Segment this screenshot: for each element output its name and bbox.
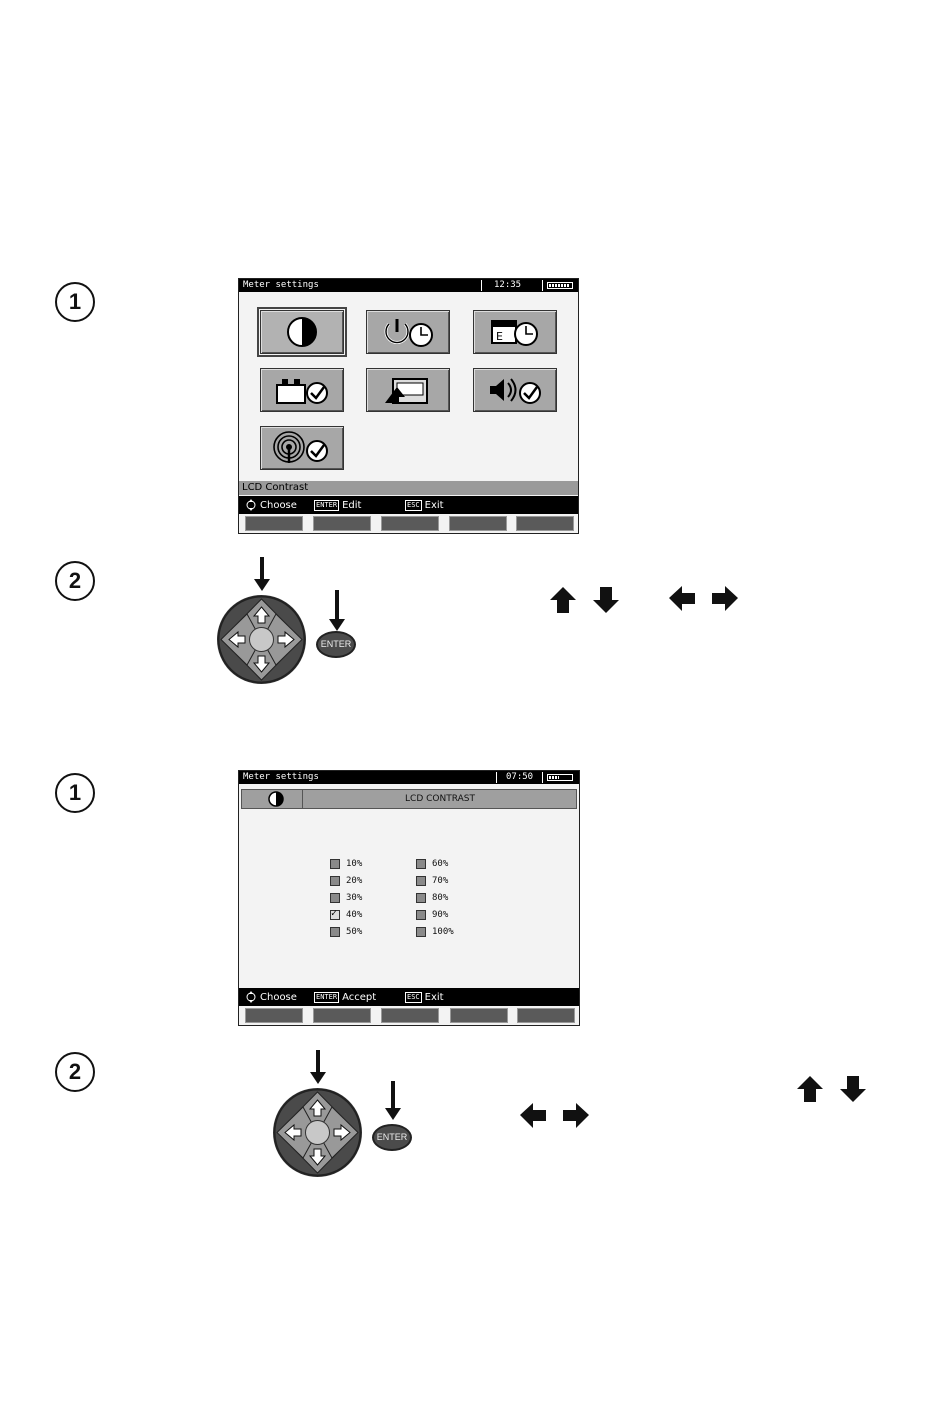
date-time-tile[interactable]: E: [473, 310, 557, 354]
sound-check-icon: [482, 373, 548, 407]
contrast-option-70[interactable]: 70%: [416, 875, 448, 887]
contrast-option-60[interactable]: 60%: [416, 858, 448, 870]
soft-key-5[interactable]: [516, 516, 574, 531]
battery-check-icon: [269, 373, 335, 407]
contrast-title: LCD CONTRAST: [304, 790, 576, 808]
checkbox[interactable]: [416, 876, 426, 886]
soft-key-3[interactable]: [381, 516, 439, 531]
checkbox[interactable]: [330, 927, 340, 937]
hint-text: LCD Contrast: [242, 482, 308, 493]
directional-pad[interactable]: [273, 1088, 362, 1177]
auto-off-tile[interactable]: [366, 310, 450, 354]
clock: 12:35: [494, 279, 521, 292]
directional-pad[interactable]: [217, 595, 306, 684]
contrast-option-10[interactable]: 10%: [330, 858, 362, 870]
lcd-contrast-tile[interactable]: [260, 310, 344, 354]
left-right-arrows-icon: [667, 585, 742, 613]
checkbox[interactable]: [416, 859, 426, 869]
navigate-icon: [245, 499, 257, 511]
navigate-icon: [245, 991, 257, 1003]
wireless-settings-tile[interactable]: [260, 426, 344, 470]
step-1-marker: 1: [55, 282, 95, 322]
checkbox-checked[interactable]: [330, 910, 340, 920]
contrast-option-30[interactable]: 30%: [330, 892, 362, 904]
contrast-icon: [242, 790, 302, 808]
battery-settings-tile[interactable]: [260, 368, 344, 412]
checkbox[interactable]: [330, 859, 340, 869]
soft-key-4[interactable]: [450, 1008, 508, 1023]
wireless-check-icon: [269, 431, 335, 465]
contrast-option-40[interactable]: 40%: [330, 909, 362, 921]
choose-label: Choose: [260, 992, 297, 1003]
esc-key-label: ESC: [405, 992, 422, 1003]
clock: 07:50: [506, 771, 533, 784]
enter-key-label: ENTER: [314, 992, 339, 1003]
sound-settings-tile[interactable]: [473, 368, 557, 412]
checkbox[interactable]: [330, 876, 340, 886]
soft-key-3[interactable]: [381, 1008, 439, 1023]
contrast-option-20[interactable]: 20%: [330, 875, 362, 887]
contrast-option-50[interactable]: 50%: [330, 926, 362, 938]
accept-label: Accept: [342, 992, 376, 1003]
contrast-option-90[interactable]: 90%: [416, 909, 448, 921]
enter-button[interactable]: ENTER: [372, 1124, 412, 1151]
checkbox[interactable]: [330, 893, 340, 903]
directional-pad-icon: [217, 595, 306, 684]
meter-settings-screen: Meter settings 12:35 E: [238, 278, 579, 534]
enter-key-label: ENTER: [314, 500, 339, 511]
exit-label: Exit: [425, 500, 444, 511]
contrast-header: LCD CONTRAST: [241, 789, 577, 809]
lcd-contrast-screen: Meter settings 07:50 LCD CONTRAST 10% 20…: [238, 770, 580, 1026]
up-down-arrows-icon: [795, 1074, 870, 1104]
footer-bar: Choose ENTER Edit ESC Exit: [239, 496, 578, 514]
screen-title: Meter settings: [243, 279, 319, 292]
date-time-icon: E: [482, 315, 548, 349]
screen-title: Meter settings: [243, 771, 319, 784]
svg-text:E: E: [496, 330, 503, 343]
checkbox[interactable]: [416, 893, 426, 903]
left-right-arrows-icon: [518, 1102, 593, 1130]
step-1-marker: 1: [55, 773, 95, 813]
step-2-marker: 2: [55, 561, 95, 601]
battery-icon: [547, 282, 573, 289]
up-down-arrows-icon: [548, 585, 623, 615]
contrast-option-80[interactable]: 80%: [416, 892, 448, 904]
auto-off-icon: [375, 315, 441, 349]
factory-settings-icon: [375, 373, 441, 407]
soft-key-4[interactable]: [449, 516, 507, 531]
title-bar: Meter settings 12:35: [239, 279, 578, 292]
choose-label: Choose: [260, 500, 297, 511]
battery-icon: [547, 774, 573, 781]
esc-key-label: ESC: [405, 500, 422, 511]
checkbox[interactable]: [416, 910, 426, 920]
footer-bar: Choose ENTER Accept ESC Exit: [239, 988, 579, 1006]
soft-key-1[interactable]: [245, 516, 303, 531]
soft-key-2[interactable]: [313, 516, 371, 531]
enter-button[interactable]: ENTER: [316, 631, 356, 658]
title-bar: Meter settings 07:50: [239, 771, 579, 784]
soft-key-5[interactable]: [517, 1008, 575, 1023]
contrast-option-100[interactable]: 100%: [416, 926, 454, 938]
hint-bar: LCD Contrast: [239, 481, 578, 495]
step-2-marker: 2: [55, 1052, 95, 1092]
soft-key-1[interactable]: [245, 1008, 303, 1023]
contrast-icon: [282, 316, 322, 348]
edit-label: Edit: [342, 500, 361, 511]
exit-label: Exit: [425, 992, 444, 1003]
checkbox[interactable]: [416, 927, 426, 937]
directional-pad-icon: [273, 1088, 362, 1177]
factory-settings-tile[interactable]: [366, 368, 450, 412]
soft-key-2[interactable]: [313, 1008, 371, 1023]
